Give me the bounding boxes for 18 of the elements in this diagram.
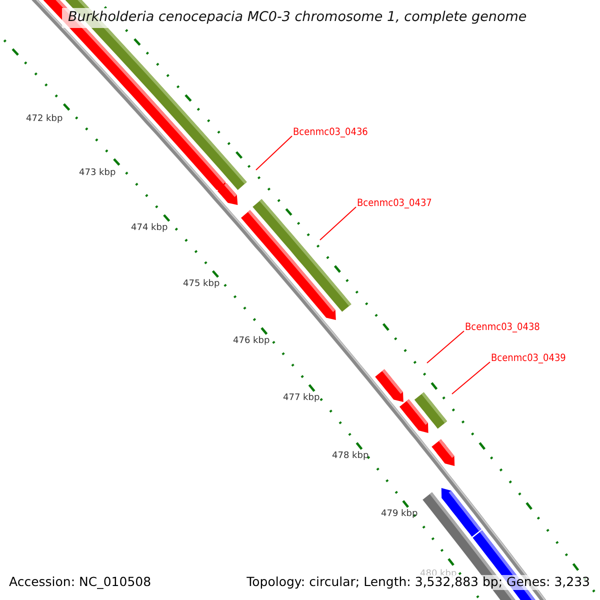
scale-label: 473 kbp xyxy=(79,169,116,178)
footer-text: Topology: circular; Length: 3,532,883 bp; Genes: 3,233 xyxy=(244,575,592,590)
scale-label: 474 kbp xyxy=(131,224,168,233)
scale-label: 472 kbp xyxy=(26,115,63,124)
leader-line xyxy=(426,330,464,364)
leader-line xyxy=(452,362,490,394)
scale-label: 479 kbp xyxy=(381,510,418,519)
scale-label: 475 kbp xyxy=(183,280,220,289)
gene-label: Bcenmc03_0437 xyxy=(357,199,432,209)
gene-label: Bcenmc03_0436 xyxy=(293,128,368,138)
scale-label: 477 kbp xyxy=(283,394,320,403)
scale-label: 476 kbp xyxy=(233,337,270,346)
gene-label: Bcenmc03_0439 xyxy=(491,354,566,364)
leader-line xyxy=(320,206,356,240)
scale-label: 478 kbp xyxy=(332,452,369,461)
footer-text: Accession: NC_010508 xyxy=(7,575,154,590)
gene-label: Bcenmc03_0438 xyxy=(465,323,540,333)
leader-line xyxy=(256,136,292,170)
